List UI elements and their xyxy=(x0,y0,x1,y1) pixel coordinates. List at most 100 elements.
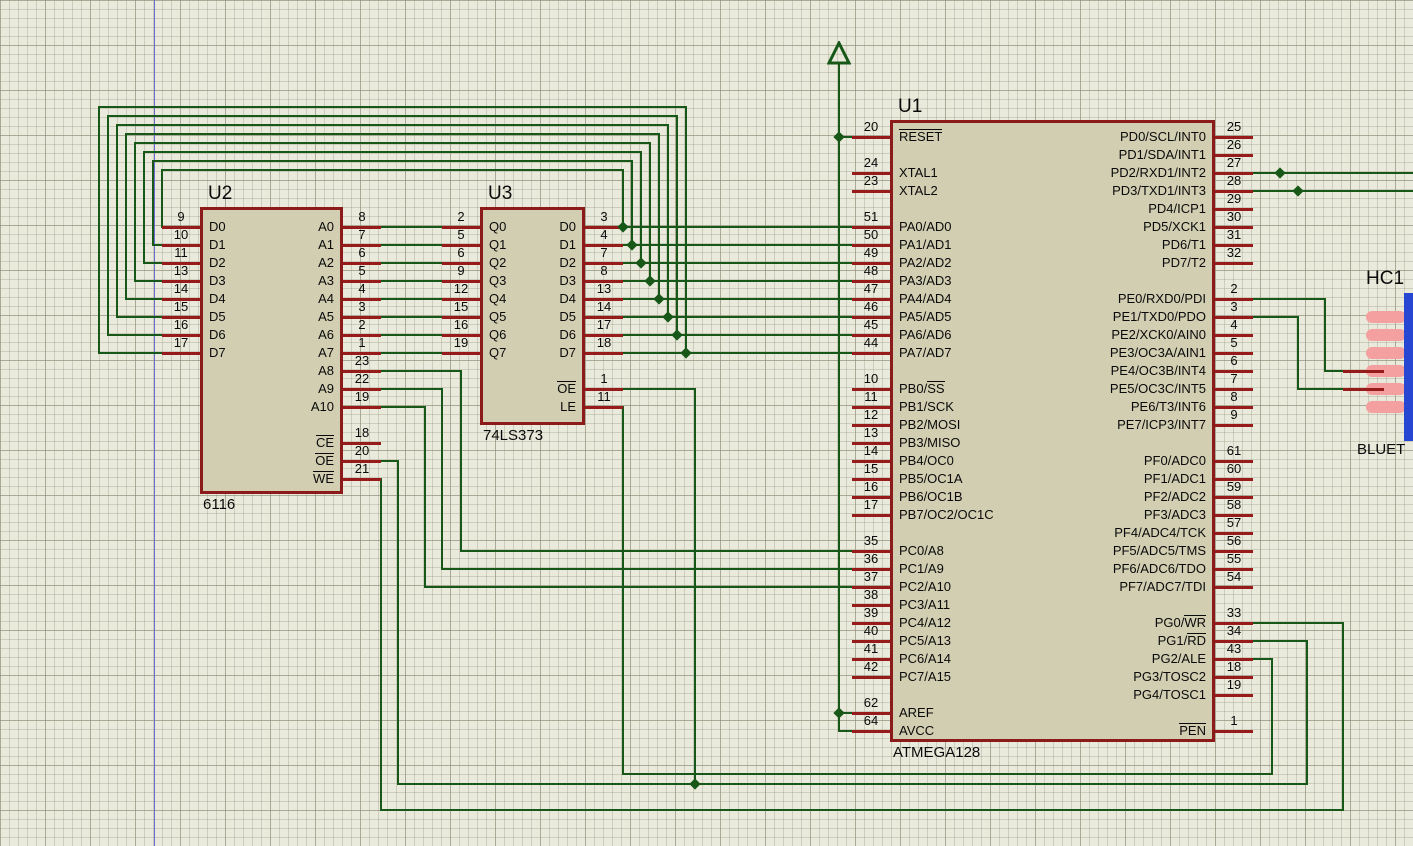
wire-a10-pc2[interactable] xyxy=(380,406,426,408)
pin-u3-2[interactable] xyxy=(442,226,480,229)
pin-u2-16[interactable] xyxy=(162,334,200,337)
wire-d5-loop[interactable] xyxy=(667,124,669,318)
pin-u1-45[interactable] xyxy=(852,334,890,337)
pin-u1-29[interactable] xyxy=(1215,208,1253,211)
wire-d3-loop[interactable] xyxy=(134,142,651,144)
wire-ad1-bus[interactable] xyxy=(622,244,853,246)
pin-u1-46[interactable] xyxy=(852,316,890,319)
wire-a10-pc2[interactable] xyxy=(424,406,426,588)
wire-d6-loop[interactable] xyxy=(107,334,163,336)
hc1-pin[interactable] xyxy=(1366,365,1406,377)
pin-u1-11[interactable] xyxy=(852,406,890,409)
pin-u2-5[interactable] xyxy=(343,280,381,283)
chip-body-u2[interactable] xyxy=(200,207,343,494)
wire-pe0-hc1[interactable] xyxy=(1252,298,1326,300)
wire-pe1-hc1[interactable] xyxy=(1252,316,1299,318)
pin-u2-20[interactable] xyxy=(343,460,381,463)
pin-u1-13[interactable] xyxy=(852,442,890,445)
wire-ad2-bus[interactable] xyxy=(622,262,853,264)
wire-d1-loop[interactable] xyxy=(152,244,163,246)
pin-u1-25[interactable] xyxy=(1215,136,1253,139)
pin-u3-19[interactable] xyxy=(442,352,480,355)
wire-oe-rd[interactable] xyxy=(397,783,1308,785)
pin-u1-27[interactable] xyxy=(1215,172,1253,175)
wire-d4-loop[interactable] xyxy=(658,133,660,300)
pin-u2-8[interactable] xyxy=(343,226,381,229)
wire-a9-pc1[interactable] xyxy=(380,388,443,390)
pin-u1-8[interactable] xyxy=(1215,406,1253,409)
wire-power-rail[interactable] xyxy=(838,730,853,732)
pin-u1-28[interactable] xyxy=(1215,190,1253,193)
pin-u1-59[interactable] xyxy=(1215,496,1253,499)
pin-u1-57[interactable] xyxy=(1215,532,1253,535)
pin-u1-17[interactable] xyxy=(852,514,890,517)
pin-u1-43[interactable] xyxy=(1215,658,1253,661)
wire-ad0-bus[interactable] xyxy=(622,226,853,228)
pin-u1-35[interactable] xyxy=(852,550,890,553)
pin-u2-13[interactable] xyxy=(162,280,200,283)
wire-oe-rd[interactable] xyxy=(397,460,399,785)
pin-u1-23[interactable] xyxy=(852,190,890,193)
pin-u1-44[interactable] xyxy=(852,352,890,355)
pin-u3-13[interactable] xyxy=(585,298,623,301)
pin-u3-5[interactable] xyxy=(442,244,480,247)
pin-u3-9[interactable] xyxy=(442,280,480,283)
hc1-pin-stub[interactable] xyxy=(1343,388,1384,391)
pin-u2-23[interactable] xyxy=(343,370,381,373)
wire-oe-rd[interactable] xyxy=(380,460,399,462)
wire-d5-loop[interactable] xyxy=(116,316,163,318)
pin-u1-54[interactable] xyxy=(1215,586,1253,589)
wire-d5-loop[interactable] xyxy=(116,124,118,318)
pin-u1-33[interactable] xyxy=(1215,622,1253,625)
wire-d0-loop[interactable] xyxy=(622,169,624,228)
pin-u1-24[interactable] xyxy=(852,172,890,175)
pin-u1-32[interactable] xyxy=(1215,262,1253,265)
wire-le-ale[interactable] xyxy=(622,406,624,775)
wire-d7-loop[interactable] xyxy=(98,106,687,108)
pin-u2-21[interactable] xyxy=(343,478,381,481)
pin-u1-2[interactable] xyxy=(1215,298,1253,301)
pin-u3-7[interactable] xyxy=(585,262,623,265)
wire-d0-loop[interactable] xyxy=(161,169,624,171)
pin-u1-38[interactable] xyxy=(852,604,890,607)
wire-d1-loop[interactable] xyxy=(631,160,633,246)
wire-a5-link[interactable] xyxy=(380,316,443,318)
wire-aref-link[interactable] xyxy=(838,712,853,714)
wire-a10-pc2[interactable] xyxy=(424,586,853,588)
pin-u1-26[interactable] xyxy=(1215,154,1253,157)
pin-u1-34[interactable] xyxy=(1215,640,1253,643)
wire-le-ale[interactable] xyxy=(622,773,1273,775)
wire-we-wr[interactable] xyxy=(1252,622,1344,624)
wire-pd3-txd1[interactable] xyxy=(1252,190,1413,192)
pin-u1-60[interactable] xyxy=(1215,478,1253,481)
wire-d6-loop[interactable] xyxy=(676,115,678,336)
pin-u2-11[interactable] xyxy=(162,262,200,265)
chip-body-u1[interactable] xyxy=(890,120,1215,742)
wire-power-rail[interactable] xyxy=(838,62,840,732)
pin-u2-18[interactable] xyxy=(343,442,381,445)
wire-d6-loop[interactable] xyxy=(107,115,109,336)
wire-d4-loop[interactable] xyxy=(125,133,660,135)
pin-u2-2[interactable] xyxy=(343,334,381,337)
pin-u3-14[interactable] xyxy=(585,316,623,319)
wire-a8-pc0[interactable] xyxy=(460,370,462,552)
pin-u3-15[interactable] xyxy=(442,316,480,319)
pin-u3-18[interactable] xyxy=(585,352,623,355)
pin-u1-56[interactable] xyxy=(1215,550,1253,553)
pin-u3-12[interactable] xyxy=(442,298,480,301)
wire-pe0-hc1[interactable] xyxy=(1324,298,1326,372)
wire-d3-loop[interactable] xyxy=(134,280,163,282)
pin-u1-3[interactable] xyxy=(1215,316,1253,319)
pin-u1-14[interactable] xyxy=(852,460,890,463)
wire-d2-loop[interactable] xyxy=(640,151,642,264)
hc1-pin[interactable] xyxy=(1366,347,1406,359)
pin-u1-51[interactable] xyxy=(852,226,890,229)
pin-u3-3[interactable] xyxy=(585,226,623,229)
wire-oe-rd[interactable] xyxy=(1252,640,1308,642)
wire-d1-loop[interactable] xyxy=(152,160,154,246)
pin-u1-40[interactable] xyxy=(852,640,890,643)
pin-u1-4[interactable] xyxy=(1215,334,1253,337)
pin-u2-7[interactable] xyxy=(343,244,381,247)
pin-u1-62[interactable] xyxy=(852,712,890,715)
pin-u1-61[interactable] xyxy=(1215,460,1253,463)
